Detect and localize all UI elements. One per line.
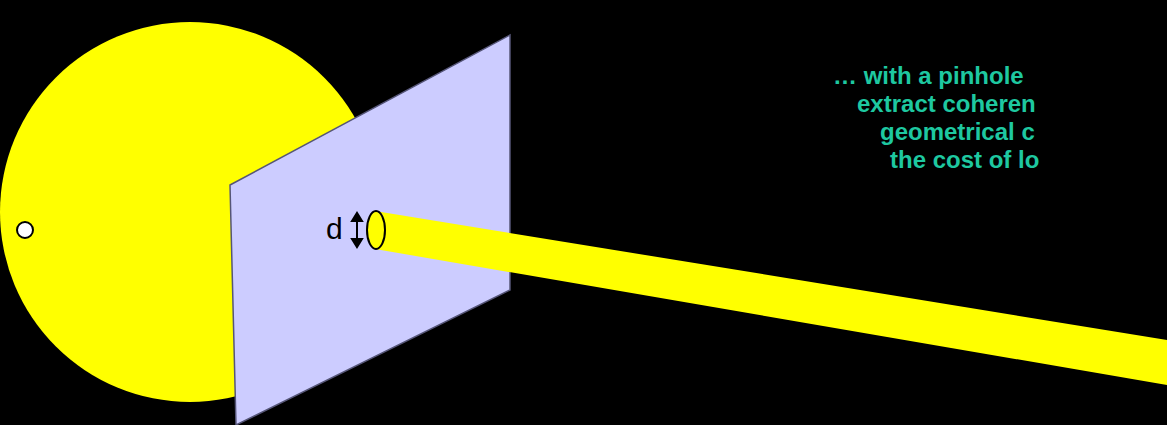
note-text: … with a pinhole (833, 62, 1024, 90)
dimension-label: d (326, 213, 343, 245)
note-text: extract coheren (857, 90, 1036, 118)
note-text: geometrical c (880, 118, 1035, 146)
dimension-arrow (352, 213, 362, 247)
source-point (17, 222, 33, 238)
coherent-beam (375, 211, 1167, 385)
pinhole (367, 211, 385, 249)
note-text: the cost of lo (890, 146, 1039, 174)
